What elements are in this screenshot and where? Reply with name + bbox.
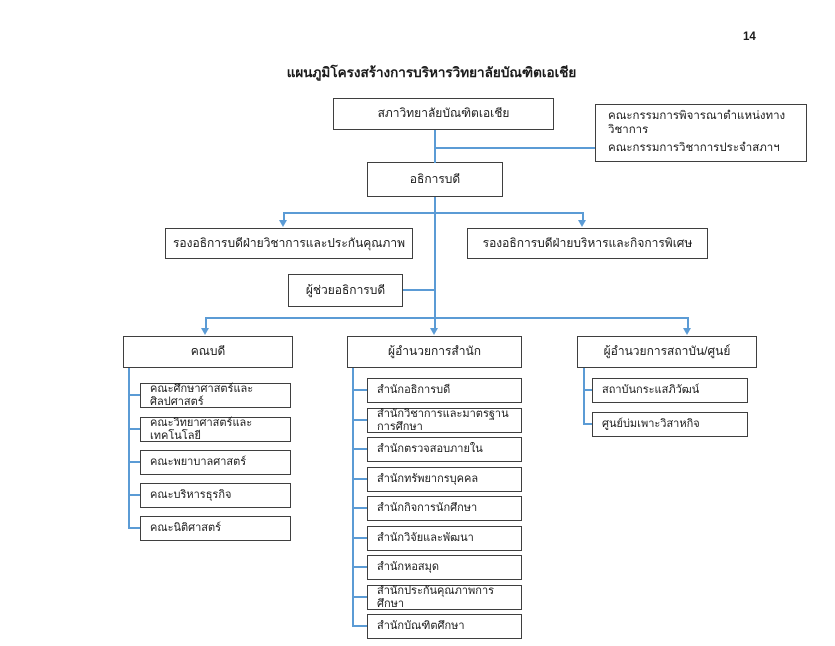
node-assistant-president: ผู้ช่วยอธิการบดี bbox=[288, 274, 403, 307]
connector-groups-bar bbox=[205, 317, 689, 319]
node-faculty: คณะนิติศาสตร์ bbox=[140, 516, 291, 541]
node-office: สำนักตรวจสอบภายใน bbox=[367, 437, 522, 462]
node-office: สำนักบัณฑิตศึกษา bbox=[367, 614, 522, 639]
connector-stub bbox=[352, 625, 367, 627]
connector-committees bbox=[434, 147, 595, 149]
connector-stub bbox=[352, 596, 367, 598]
chart-title: แผนภูมิโครงสร้างการบริหารวิทยาลัยบัณฑิตเ… bbox=[286, 65, 577, 80]
connector-stub bbox=[128, 461, 140, 463]
connector-stub bbox=[128, 394, 140, 396]
node-council: สภาวิทยาลัยบัณฑิตเอเชีย bbox=[333, 98, 554, 130]
committee-line-1: คณะกรรมการพิจารณาตำแหน่งทางวิชาการ bbox=[608, 110, 786, 136]
arrow-down-icon bbox=[682, 328, 691, 335]
header-deans: คณบดี bbox=[123, 336, 293, 368]
connector-vp-bar bbox=[283, 212, 583, 214]
connector-stub bbox=[128, 494, 140, 496]
node-office: สำนักวิชาการและมาตรฐานการศึกษา bbox=[367, 408, 522, 433]
node-faculty: คณะพยาบาลศาสตร์ bbox=[140, 450, 291, 475]
connector-offices-spine bbox=[352, 368, 354, 626]
header-institute-directors: ผู้อำนวยการสถาบัน/ศูนย์ bbox=[577, 336, 757, 368]
node-faculty: คณะศึกษาศาสตร์และศิลปศาสตร์ bbox=[140, 383, 291, 408]
connector-institutes-spine bbox=[583, 368, 585, 424]
arrow-down-icon bbox=[279, 220, 287, 227]
connector-stub bbox=[352, 389, 367, 391]
node-office: สำนักกิจการนักศึกษา bbox=[367, 496, 522, 521]
page-number: 14 bbox=[743, 31, 756, 43]
node-faculty: คณะวิทยาศาสตร์และเทคโนโลยี bbox=[140, 417, 291, 442]
arrow-down-icon bbox=[200, 328, 209, 335]
connector-assistant bbox=[403, 289, 435, 291]
node-vp-admin: รองอธิการบดีฝ่ายบริหารและกิจการพิเศษ bbox=[467, 228, 708, 259]
arrow-down-icon bbox=[578, 220, 586, 227]
connector-president-trunk bbox=[434, 197, 436, 318]
arrow-down-icon bbox=[429, 328, 438, 335]
connector-stub bbox=[583, 389, 592, 391]
connector-stub bbox=[128, 428, 140, 430]
connector-stub bbox=[128, 527, 140, 529]
node-faculty: คณะบริหารธุรกิจ bbox=[140, 483, 291, 508]
connector-council-president bbox=[434, 130, 436, 163]
connector-stub bbox=[583, 423, 592, 425]
node-president: อธิการบดี bbox=[367, 162, 503, 197]
node-institute: ศูนย์บ่มเพาะวิสาหกิจ bbox=[592, 412, 748, 437]
connector-stub bbox=[352, 537, 367, 539]
connector-institutes-drop bbox=[687, 317, 689, 328]
node-office: สำนักวิจัยและพัฒนา bbox=[367, 526, 522, 551]
connector-deans-drop bbox=[205, 317, 207, 328]
node-office: สำนักหอสมุด bbox=[367, 555, 522, 580]
connector-faculties-spine bbox=[128, 368, 130, 528]
node-office: สำนักทรัพยากรบุคคล bbox=[367, 467, 522, 492]
connector-offices-drop bbox=[434, 317, 436, 328]
connector-stub bbox=[352, 507, 367, 509]
connector-stub bbox=[352, 566, 367, 568]
node-office: สำนักอธิการบดี bbox=[367, 378, 522, 403]
node-vp-academic: รองอธิการบดีฝ่ายวิชาการและประกันคุณภาพ bbox=[165, 228, 413, 259]
node-committees: คณะกรรมการพิจารณาตำแหน่งทางวิชาการ คณะกร… bbox=[595, 104, 807, 162]
connector-stub bbox=[352, 448, 367, 450]
connector-vp-right-drop bbox=[582, 212, 584, 221]
connector-stub bbox=[352, 419, 367, 421]
committee-line-2: คณะกรรมการวิชาการประจำสภาฯ bbox=[608, 142, 780, 155]
node-institute: สถาบันกระแสภิวัฒน์ bbox=[592, 378, 748, 403]
node-office: สำนักประกันคุณภาพการศึกษา bbox=[367, 585, 522, 610]
connector-stub bbox=[352, 478, 367, 480]
connector-vp-left-drop bbox=[283, 212, 285, 221]
header-office-directors: ผู้อำนวยการสำนัก bbox=[347, 336, 522, 368]
